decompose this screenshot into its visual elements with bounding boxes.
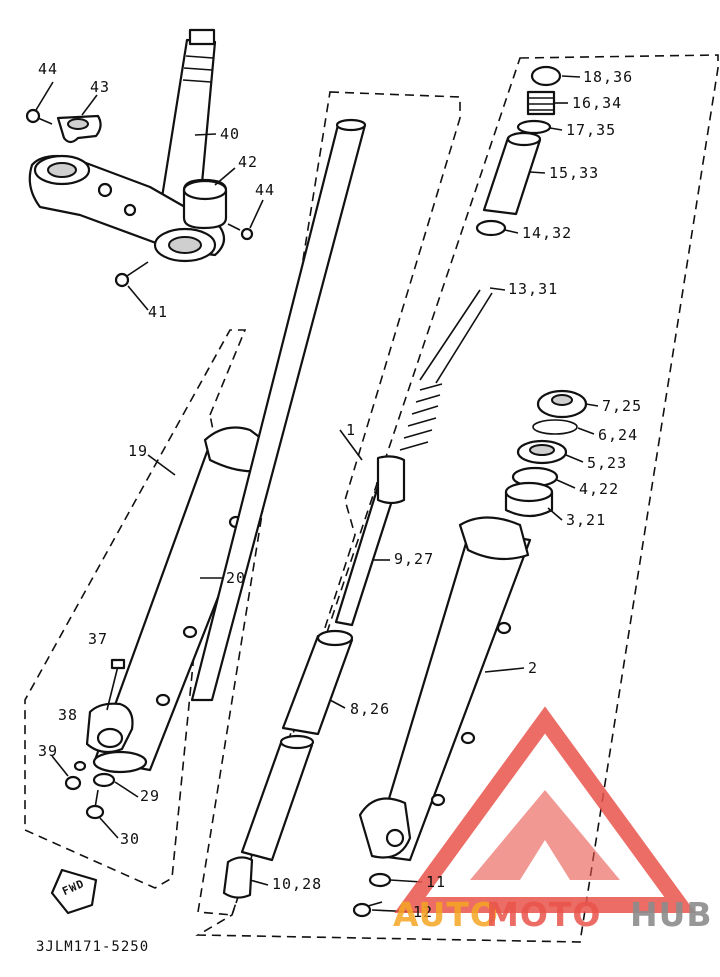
label-1: 1: [346, 421, 357, 439]
label-9-27: 9,27: [394, 550, 435, 568]
cap-bolt-16: [526, 90, 556, 116]
label-11: 11: [426, 873, 447, 891]
label-38: 38: [58, 706, 79, 724]
label-41: 41: [148, 303, 169, 321]
washer-11: [368, 872, 392, 888]
label-43: 43: [90, 78, 111, 96]
handlebar-clamp-43: [56, 114, 102, 144]
label-2: 2: [528, 659, 539, 677]
label-39: 39: [38, 742, 59, 760]
right-fork-group-boundary: [195, 54, 719, 943]
watermark-text-moto: MOTO: [486, 895, 602, 934]
label-6-24: 6,24: [598, 426, 639, 444]
label-15-33: 15,33: [549, 164, 600, 182]
axle-holder-37: [85, 658, 134, 754]
label-40: 40: [220, 125, 241, 143]
oil-lock-piece-8: [281, 629, 354, 736]
clamp-42: [182, 178, 228, 230]
label-44-right: 44: [255, 181, 276, 199]
under-bracket: [28, 154, 226, 263]
washer-29: [92, 772, 116, 788]
drawing-code: 3JLM171-5250: [36, 939, 150, 955]
bolt-44-right: [227, 223, 254, 241]
watermark-triangle-inner: [470, 790, 620, 880]
o-ring-17: [516, 119, 552, 135]
bolt-44-top: [25, 108, 53, 125]
bolt-12: [352, 901, 383, 918]
leader-lines: [35, 75, 599, 913]
bolt-41: [114, 261, 149, 288]
label-14-32: 14,32: [522, 224, 573, 242]
label-30: 30: [120, 830, 141, 848]
label-16-34: 16,34: [572, 94, 623, 112]
watermark-triangle-outer: [394, 706, 696, 913]
label-12: 12: [413, 903, 434, 921]
watermark-text-hub: HUB: [630, 895, 713, 934]
retaining-clip-6: [532, 419, 578, 435]
spacer-15: [482, 131, 542, 216]
label-3-21: 3,21: [566, 511, 607, 529]
fwd-arrow: [50, 868, 98, 915]
watermark-logo: [394, 706, 696, 913]
steering-stem: [158, 28, 217, 212]
bolt-30: [85, 789, 105, 820]
label-20: 20: [226, 569, 247, 587]
label-19: 19: [128, 442, 149, 460]
label-17-35: 17,35: [566, 121, 617, 139]
dust-seal-7: [536, 389, 588, 419]
washer-14: [475, 219, 507, 237]
label-13-31: 13,31: [508, 280, 559, 298]
label-42: 42: [238, 153, 259, 171]
nut-39: [64, 775, 82, 791]
slide-metal-3: [504, 481, 554, 518]
slide-metal-10: [222, 734, 315, 899]
label-29: 29: [140, 787, 161, 805]
watermark-text-auto: AUTO: [393, 895, 499, 934]
label-18-36: 18,36: [583, 68, 634, 86]
label-4-22: 4,22: [579, 480, 620, 498]
oil-seal-5: [516, 439, 568, 465]
label-10-28: 10,28: [272, 875, 323, 893]
fork-spring-13: [399, 289, 493, 451]
washer-38: [73, 760, 87, 772]
label-44-top: 44: [38, 60, 59, 78]
inner-tube: [190, 118, 367, 702]
cap-18: [530, 65, 562, 87]
right-fork-leg: [358, 516, 532, 862]
label-8-26: 8,26: [350, 700, 391, 718]
label-5-23: 5,23: [587, 454, 628, 472]
label-37: 37: [88, 630, 109, 648]
label-7-25: 7,25: [602, 397, 643, 415]
damper-rod: [334, 455, 406, 627]
